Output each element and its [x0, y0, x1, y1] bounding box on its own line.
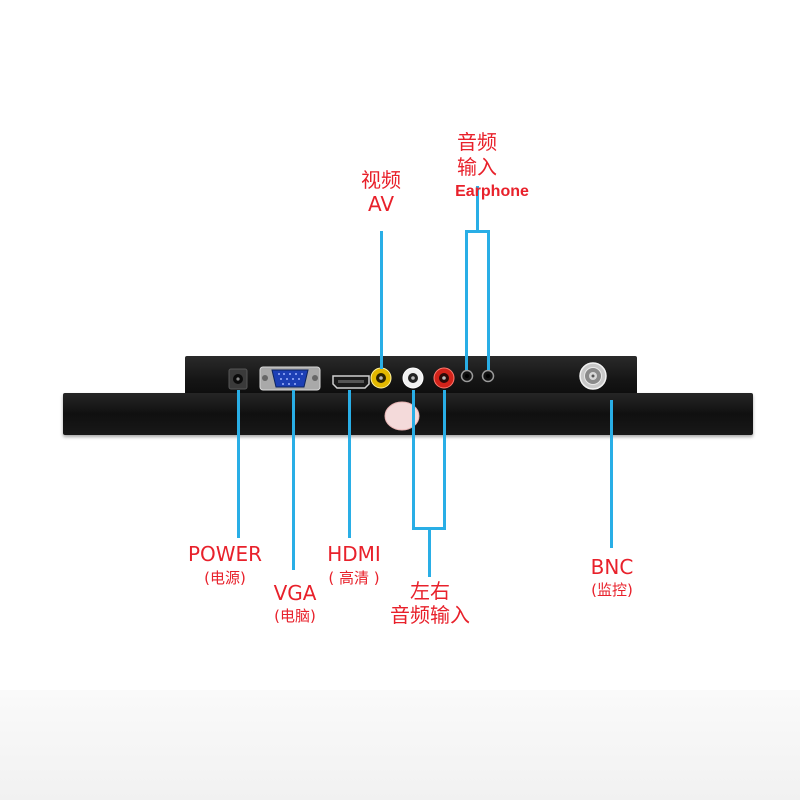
earphone-bracket-stem	[476, 186, 479, 231]
lr-audio-label-top: 左右	[410, 579, 450, 603]
hdmi-leader-line	[348, 390, 351, 538]
vga-label-cn: (电脑)	[274, 607, 316, 625]
earphone-leader-right	[487, 230, 490, 370]
vga-label: VGA	[273, 581, 317, 605]
power-leader-line	[237, 390, 240, 538]
power-jack	[228, 368, 248, 390]
earphone-jack-2	[481, 369, 495, 383]
av-label-cn: 视频	[361, 168, 401, 192]
earphone-jack-1	[460, 369, 474, 383]
earphone-leader-left	[465, 230, 468, 370]
power-label-cn: (电源)	[204, 569, 246, 587]
hdmi-label: HDMI	[327, 542, 381, 566]
bnc-label: BNC	[590, 555, 634, 579]
earphone-label: Earphone	[455, 183, 529, 200]
hdmi-port	[332, 375, 370, 389]
audio-input-label-bottom: 输入	[457, 155, 497, 179]
audio-left-jack	[402, 367, 424, 389]
floor-area	[0, 690, 800, 800]
av-label: AV	[367, 192, 395, 216]
power-label: POWER	[187, 542, 263, 566]
lr-audio-label-bottom: 音频输入	[390, 603, 470, 627]
vga-port	[259, 366, 321, 391]
bnc-connector	[579, 362, 607, 390]
lr-bracket-stem	[428, 527, 431, 577]
hdmi-label-cn: ( 高清 )	[328, 569, 380, 587]
earphone-bracket-bar	[465, 230, 490, 233]
vga-leader-line	[292, 390, 295, 570]
audio-right-jack	[433, 367, 455, 389]
lr-leader-right	[443, 390, 446, 530]
audio-input-label-top: 音频	[457, 130, 497, 154]
bnc-leader-line	[610, 400, 613, 548]
warranty-sticker	[384, 401, 420, 431]
av-jack	[370, 367, 392, 389]
av-leader-line	[380, 231, 383, 369]
bnc-label-cn: (监控)	[591, 581, 633, 599]
lr-leader-left	[412, 390, 415, 530]
